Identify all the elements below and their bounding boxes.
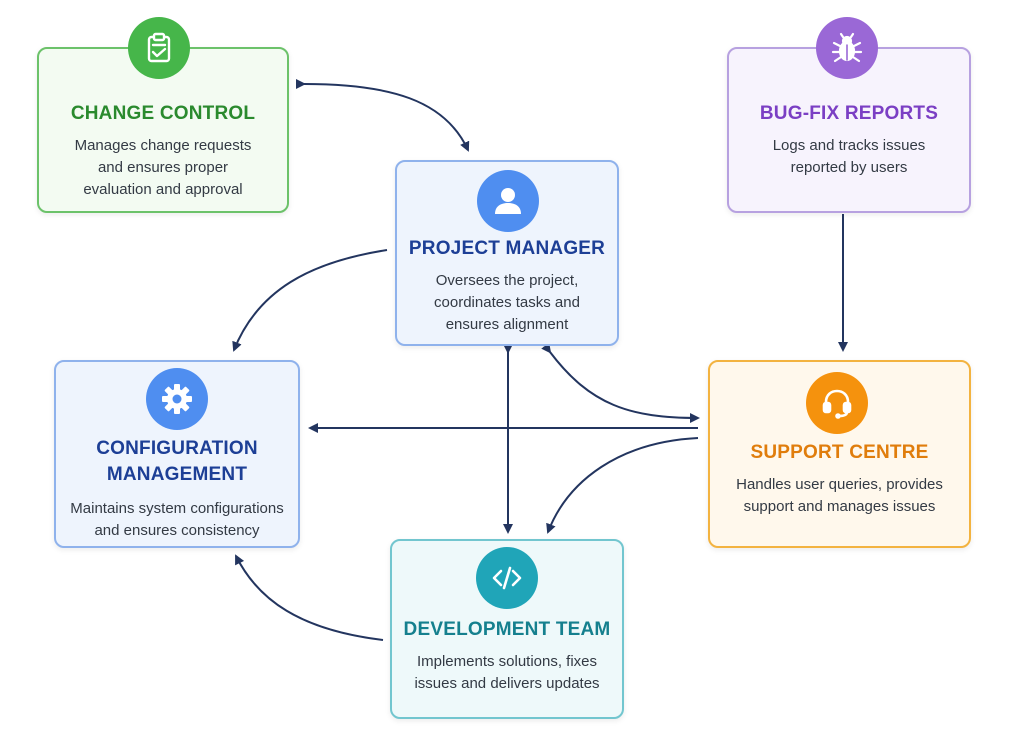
title-line: CONFIGURATION [96,438,258,459]
node-description: Logs and tracks issues reported by users [729,135,969,179]
desc-line: evaluation and approval [83,181,243,198]
gear-icon [146,368,208,430]
node-title: DEVELOPMENT TEAM [403,619,611,640]
arrow-pm-support [541,342,700,423]
node-title: CONFIGURATION MANAGEMENT [56,436,298,488]
node-description: Implements solutions, fixes issues and d… [392,651,622,695]
arrow-change-pm [295,78,470,152]
node-description: Handles user queries, provides support a… [710,474,969,518]
node-configuration-management: CONFIGURATION MANAGEMENT Maintains syste… [54,360,300,548]
node-description: Manages change requests and ensures prop… [39,135,287,201]
desc-line: Logs and tracks issues [772,137,926,154]
bug-icon [816,17,878,79]
desc-line: issues and delivers updates [414,675,600,692]
user-icon [477,170,539,232]
desc-line: coordinates tasks and [434,294,580,311]
arrow-pm-config [232,249,388,352]
desc-line: Implements solutions, fixes [416,653,598,670]
node-title: PROJECT MANAGER [408,238,606,259]
desc-line: and ensures consistency [94,522,260,539]
desc-line: Oversees the project, [435,272,579,289]
desc-line: Manages change requests [74,137,252,154]
node-title: CHANGE CONTROL [70,103,256,124]
title-line: MANAGEMENT [106,464,248,485]
node-description: Maintains system configurations and ensu… [56,498,298,542]
node-title: BUG-FIX REPORTS [759,103,939,124]
desc-line: support and manages issues [743,498,936,515]
node-development-team: DEVELOPMENT TEAM Implements solutions, f… [390,539,624,719]
node-title: SUPPORT CENTRE [750,442,929,463]
clipboard-check-icon [128,17,190,79]
arrow-dev-config [235,554,384,641]
arrow-support-dev [546,437,699,534]
desc-line: ensures alignment [445,316,569,333]
code-icon [476,547,538,609]
desc-line: and ensures proper [97,159,229,176]
desc-line: reported by users [790,159,908,176]
desc-line: Handles user queries, provides [736,476,943,493]
headset-icon [806,372,868,434]
node-description: Oversees the project, coordinates tasks … [397,270,617,336]
desc-line: Maintains system configurations [70,500,284,517]
